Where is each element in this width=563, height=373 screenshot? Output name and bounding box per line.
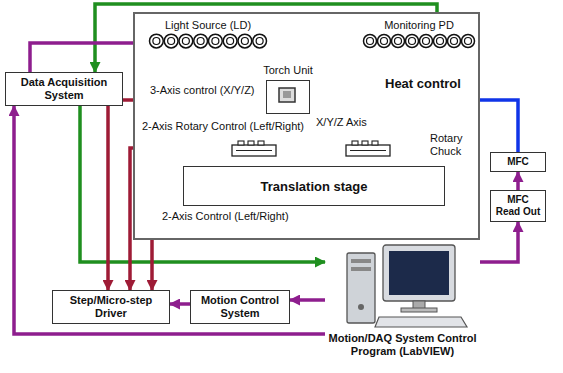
component-label: Torch Unit [263,64,313,76]
box-label: Translation stage [261,179,368,194]
box-label: Step/Micro-step Driver [56,294,166,320]
process-box: MFC [490,152,546,172]
connector-label: 2-Axis Rotary Control (Left/Right) [140,120,306,133]
process-box: Data Acquisition System [5,72,123,106]
box-label: Motion Control System [194,294,286,320]
box-label: MFC [494,156,542,168]
chuck-symbol [226,132,426,160]
computer-illustration [325,243,480,331]
process-box: Step/Micro-step Driver [52,290,170,324]
signal-connector [516,172,520,190]
rotary-chuck: Rotary Chuck [226,132,476,160]
axis-label: X/Y/Z Axis [316,116,367,128]
photodiode-array: Monitoring PD [362,18,476,52]
process-box: MFC Read Out [490,190,546,222]
component-label: Rotary Chuck [430,132,476,158]
diode-row [362,32,476,50]
signal-connector [290,298,325,302]
region-label: Heat control [385,76,461,91]
signal-connector [480,222,518,262]
box-label: MFC Read Out [494,194,542,218]
component-label: Monitoring PD [362,18,476,32]
caption-text: Motion/DAQ System Control Program (LabVI… [325,331,480,359]
component-label: Light Source (LD) [148,18,268,32]
torch-head [267,81,308,112]
box-label: Data Acquisition System [9,76,119,102]
signal-connector [30,43,148,72]
process-box: Motion Control System [190,290,290,324]
torch-unit: Torch Unit [266,80,310,114]
translation-stage: Translation stage [183,166,445,206]
connector-label: 3-Axis control (X/Y/Z) [148,84,257,97]
connector-label: 2-Axis Control (Left/Right) [160,210,291,223]
computer-workstation: Motion/DAQ System Control Program (LabVI… [325,243,480,367]
laser-diode-array: Light Source (LD) [148,18,268,52]
diode-row [148,32,268,50]
signal-connector [170,302,190,306]
